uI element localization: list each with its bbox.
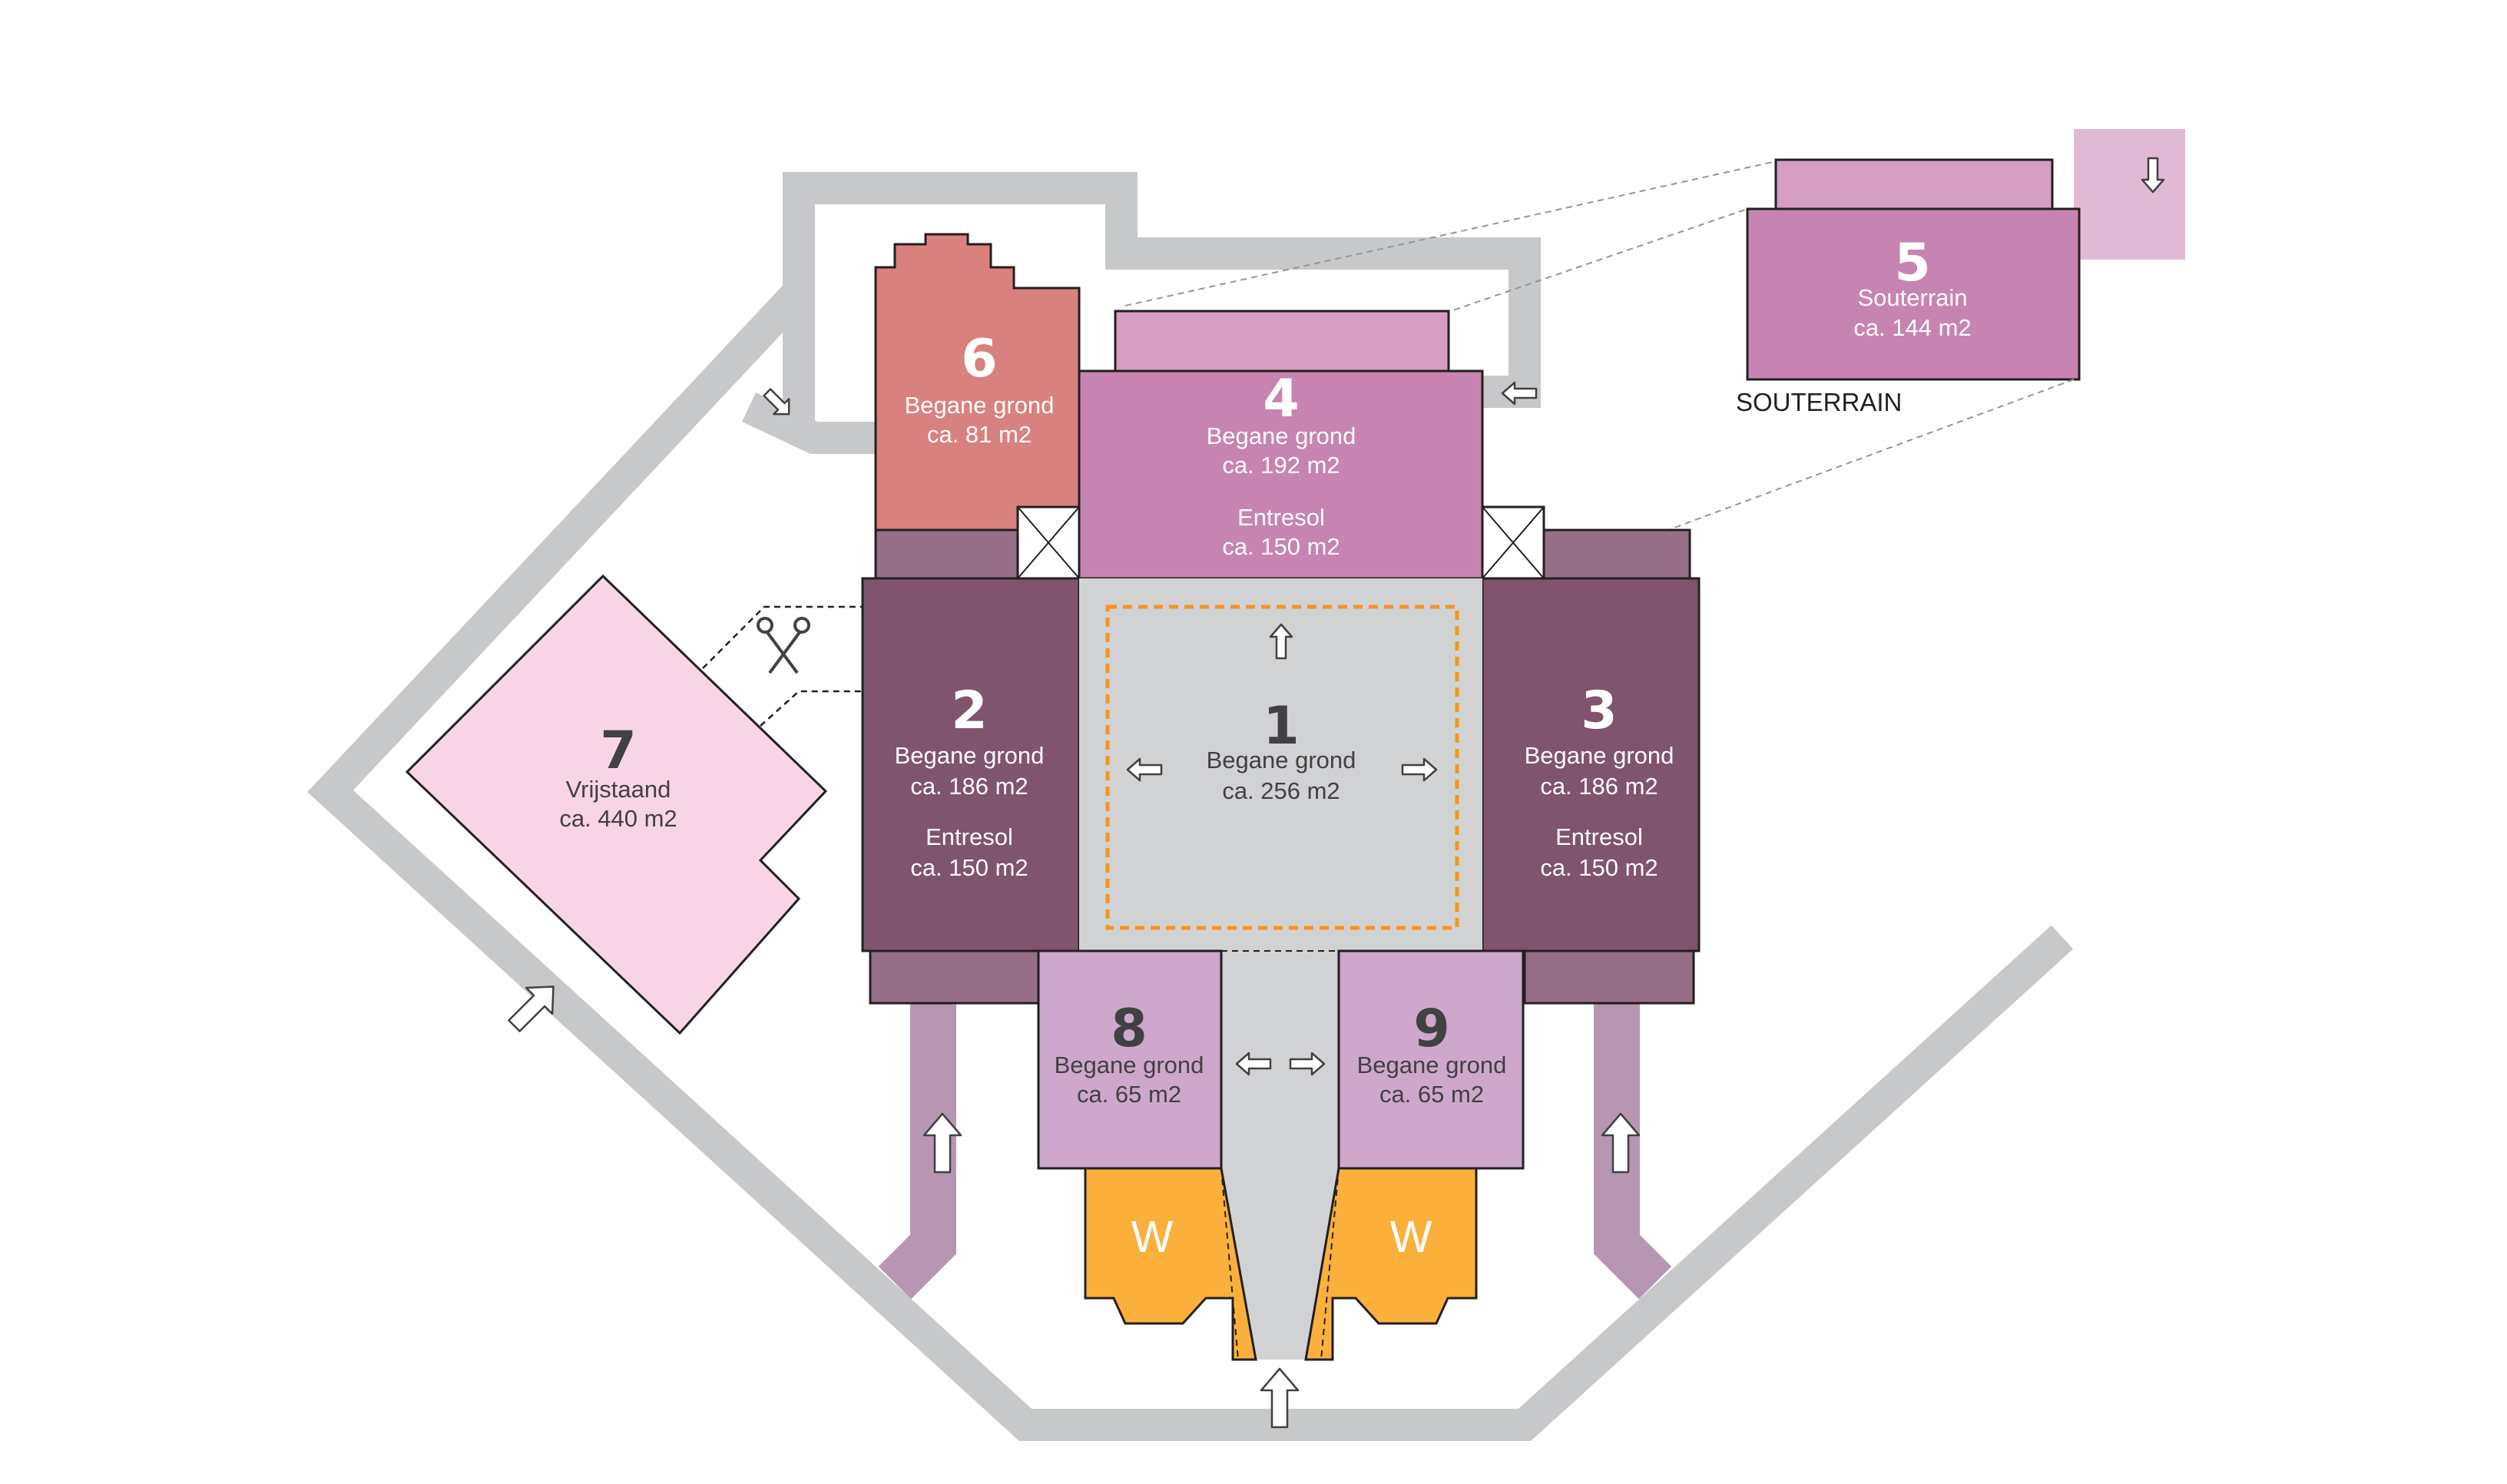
arrow-icon bbox=[922, 1112, 962, 1174]
arrow-icon bbox=[508, 985, 555, 1032]
room-5-top-band bbox=[1774, 158, 2054, 215]
room-2-bottom-band bbox=[869, 949, 1041, 1005]
room-2-body bbox=[861, 577, 1081, 952]
room-4-entresol-label: Entresol bbox=[1237, 504, 1325, 531]
room-3: 3 Begane grond ca. 186 m2 Entresol ca. 1… bbox=[1481, 577, 1701, 1005]
room-9-label: Begane grond bbox=[1357, 1052, 1507, 1078]
room-4-label: Begane grond bbox=[1207, 422, 1356, 449]
room-1-label: Begane grond bbox=[1207, 747, 1356, 773]
room-5-body bbox=[1746, 207, 2081, 381]
wc-right-shape bbox=[1304, 1167, 1478, 1361]
room-7-number: 7 bbox=[600, 720, 636, 781]
wc-right: W bbox=[1304, 1167, 1478, 1361]
room-8-number: 8 bbox=[1111, 999, 1147, 1059]
room-6-label: Begane grond bbox=[905, 392, 1055, 419]
elevator-right bbox=[1481, 505, 1545, 580]
room-2-area: ca. 186 m2 bbox=[910, 773, 1028, 800]
room-7: 7 Vrijstaand ca. 440 m2 bbox=[405, 574, 828, 1035]
arrow-icon bbox=[1601, 1112, 1641, 1174]
arrow-icon bbox=[1501, 381, 1538, 406]
souterrain-caption: SOUTERRAIN bbox=[1736, 388, 1902, 416]
room-3-top-band bbox=[1542, 528, 1691, 580]
room-3-entresol-label: Entresol bbox=[1555, 823, 1643, 850]
walkway-6-access bbox=[742, 392, 879, 454]
room-4-number: 4 bbox=[1263, 369, 1299, 429]
room-2-label: Begane grond bbox=[895, 742, 1045, 769]
arrow-icon bbox=[1235, 1052, 1272, 1076]
room-5-number: 5 bbox=[1894, 233, 1930, 293]
room-5-area: ca. 144 m2 bbox=[1853, 314, 1971, 341]
arrow-icon bbox=[1269, 623, 1293, 660]
wc-left-shape bbox=[1084, 1167, 1257, 1361]
arrow-icon bbox=[1401, 757, 1438, 782]
room-4: 4 Begane grond ca. 192 m2 Entresol ca. 1… bbox=[1078, 310, 1484, 580]
room-3-area: ca. 186 m2 bbox=[1540, 773, 1658, 800]
room-8-area: ca. 65 m2 bbox=[1077, 1081, 1181, 1108]
arrow-icon bbox=[1289, 1052, 1326, 1076]
arrow-icon bbox=[1260, 1367, 1300, 1429]
arrow-icon bbox=[1126, 757, 1163, 782]
room-8-body bbox=[1037, 949, 1223, 1170]
room-3-body bbox=[1481, 577, 1701, 952]
entrance-funnel bbox=[1221, 1168, 1339, 1360]
room-6-shape bbox=[874, 233, 1081, 532]
room-5: 5 Souterrain ca. 144 m2 bbox=[1746, 129, 2185, 381]
projection-lines bbox=[1124, 161, 2075, 577]
wc-left: W bbox=[1084, 1167, 1257, 1361]
room-2-top-band bbox=[874, 528, 1019, 580]
room-2-entresol-area: ca. 150 m2 bbox=[910, 854, 1028, 881]
room-9-body bbox=[1337, 949, 1525, 1170]
walkway-mauve-left bbox=[878, 983, 956, 1300]
room-6-area: ca. 81 m2 bbox=[927, 421, 1032, 448]
scissors-icon bbox=[757, 617, 810, 674]
room-3-label: Begane grond bbox=[1525, 742, 1674, 769]
elevator-left bbox=[1016, 505, 1081, 580]
mauve-walkways bbox=[878, 983, 1672, 1300]
room-8-label: Begane grond bbox=[1055, 1052, 1204, 1078]
room-1-area: ca. 256 m2 bbox=[1222, 777, 1340, 804]
room-2-number: 2 bbox=[951, 681, 987, 741]
arrow-icon bbox=[2141, 157, 2165, 194]
room-3-entresol-area: ca. 150 m2 bbox=[1540, 854, 1658, 881]
room-2: 2 Begane grond ca. 186 m2 Entresol ca. 1… bbox=[861, 577, 1081, 1005]
walkway-west-path bbox=[307, 280, 2074, 1441]
room-6: 6 Begane grond ca. 81 m2 bbox=[874, 233, 1081, 532]
room-9-area: ca. 65 m2 bbox=[1379, 1081, 1484, 1108]
walkway-mauve-right bbox=[1594, 983, 1672, 1300]
room-5-label: Souterrain bbox=[1857, 284, 1967, 311]
room-4-body bbox=[1078, 369, 1484, 580]
arrow-icon bbox=[763, 388, 790, 416]
room-7-connector bbox=[702, 605, 863, 727]
wc-right-label: W bbox=[1390, 1212, 1432, 1262]
corridor-center bbox=[1221, 951, 1339, 1168]
room-1-dashed-zone bbox=[1105, 605, 1459, 930]
wc-left-label: W bbox=[1131, 1212, 1174, 1262]
room-7-label: Vrijstaand bbox=[566, 776, 671, 803]
room-7-shape bbox=[405, 574, 828, 1035]
room-3-bottom-band bbox=[1523, 949, 1695, 1005]
room-4-top-band bbox=[1114, 310, 1450, 373]
room-7-area: ca. 440 m2 bbox=[559, 805, 677, 832]
room-4-entresol-area: ca. 150 m2 bbox=[1222, 533, 1340, 560]
room-3-number: 3 bbox=[1581, 681, 1617, 741]
room-9: 9 Begane grond ca. 65 m2 bbox=[1337, 949, 1525, 1170]
room-1-number: 1 bbox=[1263, 696, 1299, 757]
room-2-entresol-label: Entresol bbox=[926, 823, 1013, 850]
room-8: 8 Begane grond ca. 65 m2 bbox=[1037, 949, 1223, 1170]
room-9-number: 9 bbox=[1413, 999, 1449, 1059]
room-4-area: ca. 192 m2 bbox=[1222, 452, 1340, 479]
arrows bbox=[508, 157, 2165, 1429]
room-5-side-block bbox=[2074, 129, 2185, 260]
room-6-number: 6 bbox=[961, 329, 997, 389]
